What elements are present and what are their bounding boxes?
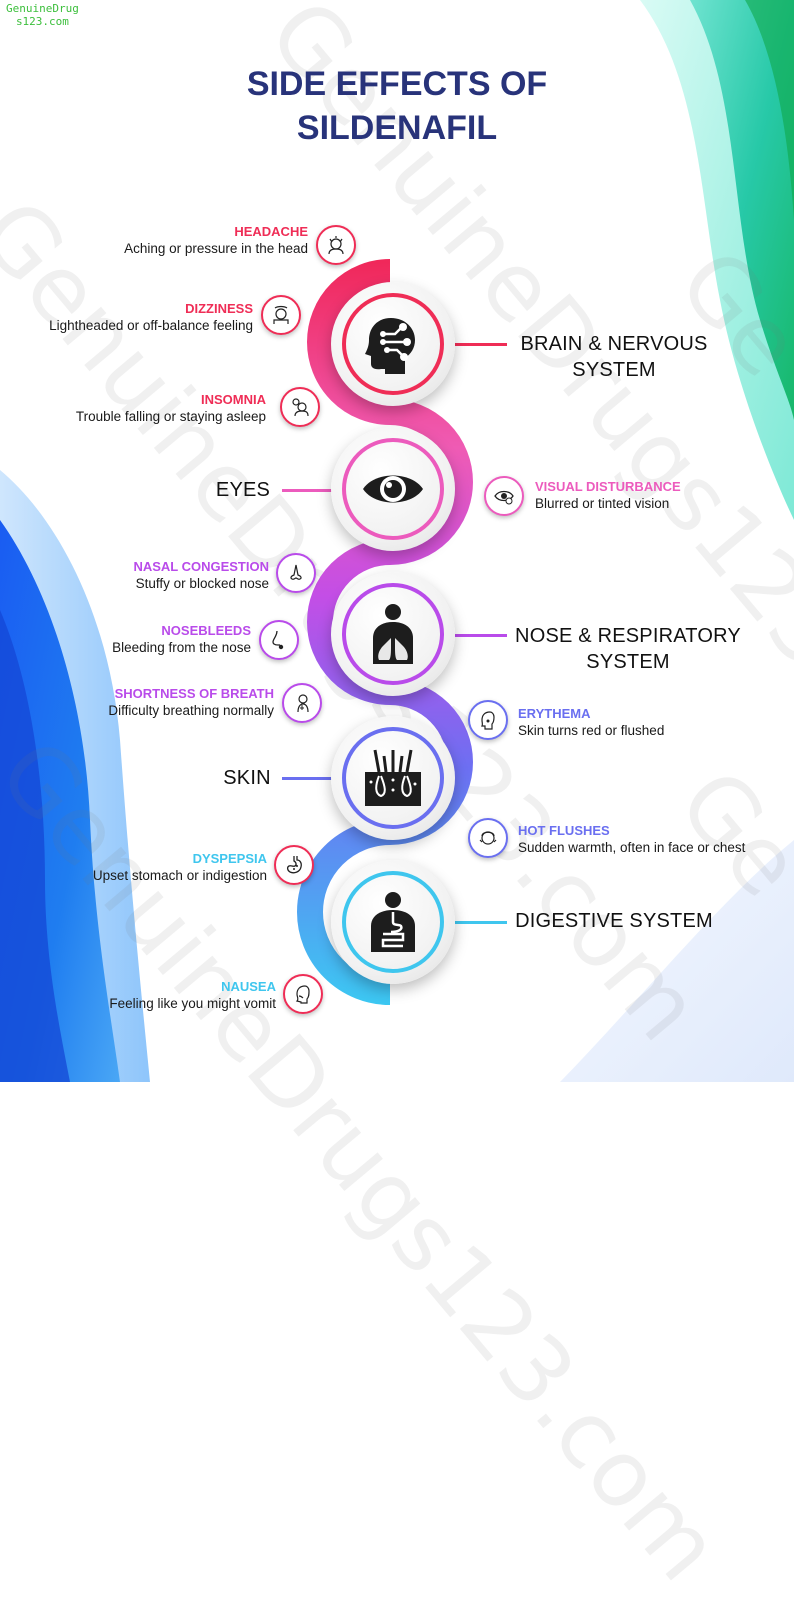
dizzy-icon <box>273 305 289 324</box>
skin-follicle-icon <box>365 749 421 806</box>
respiratory-system-label: NOSE & RESPIRATORY SYSTEM <box>508 623 748 675</box>
nasal-title: NASAL CONGESTION <box>133 559 269 574</box>
nasal-icon-circle <box>276 553 316 593</box>
nausea-title: NAUSEA <box>221 979 276 994</box>
respiratory-system-hub <box>331 572 455 696</box>
title-line-1: SIDE EFFECTS OF <box>246 65 548 103</box>
dyspepsia-icon-circle <box>274 845 314 885</box>
erythema-desc: Skin turns red or flushed <box>518 723 665 738</box>
face-red-icon <box>481 711 495 730</box>
respiratory-connector <box>455 634 507 637</box>
digestive-system-label: DIGESTIVE SYSTEM <box>515 910 713 932</box>
erythema-icon-circle <box>468 700 508 740</box>
corner-watermark-line2: s123.com <box>15 15 69 28</box>
breath-desc: Difficulty breathing normally <box>108 703 274 718</box>
insomnia-title: INSOMNIA <box>201 392 266 407</box>
breath-icon <box>297 694 309 713</box>
visual-icon-circle <box>484 476 524 516</box>
skin-connector <box>282 777 332 780</box>
nosebleed-icon <box>272 630 284 650</box>
visual-label: VISUAL DISTURBANCE Blurred or tinted vis… <box>535 478 681 513</box>
insomnia-icon <box>292 398 309 417</box>
nausea-icon-circle <box>283 974 323 1014</box>
hot-flush-icon <box>479 831 497 845</box>
eye-icon <box>363 475 423 503</box>
skin-system-hub <box>331 716 455 840</box>
hotflushes-desc: Sudden warmth, often in face or chest <box>518 840 746 855</box>
insomnia-desc: Trouble falling or staying asleep <box>75 409 266 424</box>
dyspepsia-title: DYSPEPSIA <box>192 851 267 866</box>
nausea-desc: Feeling like you might vomit <box>109 996 276 1011</box>
vision-icon <box>494 490 514 505</box>
nasal-desc: Stuffy or blocked nose <box>135 576 269 591</box>
headache-desc: Aching or pressure in the head <box>124 241 308 256</box>
brain-system-hub <box>331 282 455 406</box>
background-decoration <box>0 0 794 1082</box>
visual-title: VISUAL DISTURBANCE <box>535 479 681 494</box>
eyes-system-hub <box>331 427 455 551</box>
dizziness-desc: Lightheaded or off-balance feeling <box>49 318 253 333</box>
brain-label-line1: BRAIN & NERVOUS <box>520 333 708 355</box>
nosebleeds-title: NOSEBLEEDS <box>161 623 251 638</box>
corner-watermark: GenuineDrug s123.com <box>6 2 79 28</box>
page-title: SIDE EFFECTS OF SILDENAFIL <box>200 62 594 150</box>
nasal-label: NASAL CONGESTION Stuffy or blocked nose <box>133 558 269 593</box>
corner-watermark-line1: GenuineDrug <box>6 2 79 15</box>
nausea-label: NAUSEA Feeling like you might vomit <box>109 978 276 1013</box>
skin-system-label: SKIN <box>223 767 271 789</box>
dizziness-icon-circle <box>261 295 301 335</box>
digestive-tract-icon <box>371 892 415 952</box>
dizziness-label: DIZZINESS Lightheaded or off-balance fee… <box>49 300 253 335</box>
breath-label: SHORTNESS OF BREATH Difficulty breathing… <box>108 685 274 720</box>
nose-icon <box>290 564 302 580</box>
brain-connector <box>455 343 507 346</box>
eyes-system-label: EYES <box>215 479 271 501</box>
brain-label-line2: SYSTEM <box>572 359 656 381</box>
stomach-icon <box>286 856 302 874</box>
wave-ribbon <box>297 259 473 1005</box>
brain-system-label: BRAIN & NERVOUS SYSTEM <box>504 331 724 383</box>
dizziness-title: DIZZINESS <box>185 301 253 316</box>
hotflushes-title: HOT FLUSHES <box>518 823 610 838</box>
respiratory-label-line1: NOSE & RESPIRATORY <box>515 625 741 647</box>
headache-icon-circle <box>316 225 356 265</box>
nosebleeds-desc: Bleeding from the nose <box>112 640 251 655</box>
eyes-connector <box>282 489 332 492</box>
dyspepsia-desc: Upset stomach or indigestion <box>92 868 267 883</box>
headache-icon <box>328 236 344 255</box>
dyspepsia-label: DYSPEPSIA Upset stomach or indigestion <box>93 850 267 885</box>
digestive-system-hub <box>331 860 455 984</box>
title-line-2: SILDENAFIL <box>296 109 498 147</box>
erythema-label: ERYTHEMA Skin turns red or flushed <box>518 705 664 740</box>
head-network-icon <box>365 318 415 374</box>
nausea-icon <box>295 985 310 1004</box>
digestive-connector <box>455 921 507 924</box>
lungs-icon <box>373 604 413 664</box>
breath-title: SHORTNESS OF BREATH <box>114 686 274 701</box>
breath-icon-circle <box>282 683 322 723</box>
hotflushes-icon-circle <box>468 818 508 858</box>
respiratory-label-line2: SYSTEM <box>586 651 670 673</box>
headache-title: HEADACHE <box>234 224 308 239</box>
wave-path <box>297 259 473 1005</box>
hotflushes-label: HOT FLUSHES Sudden warmth, often in face… <box>518 822 745 857</box>
erythema-title: ERYTHEMA <box>518 706 591 721</box>
headache-label: HEADACHE Aching or pressure in the head <box>124 223 308 258</box>
visual-desc: Blurred or tinted vision <box>535 496 670 511</box>
nosebleeds-label: NOSEBLEEDS Bleeding from the nose <box>112 622 251 657</box>
insomnia-icon-circle <box>280 387 320 427</box>
insomnia-label: INSOMNIA Trouble falling or staying asle… <box>76 391 266 426</box>
nosebleeds-icon-circle <box>259 620 299 660</box>
